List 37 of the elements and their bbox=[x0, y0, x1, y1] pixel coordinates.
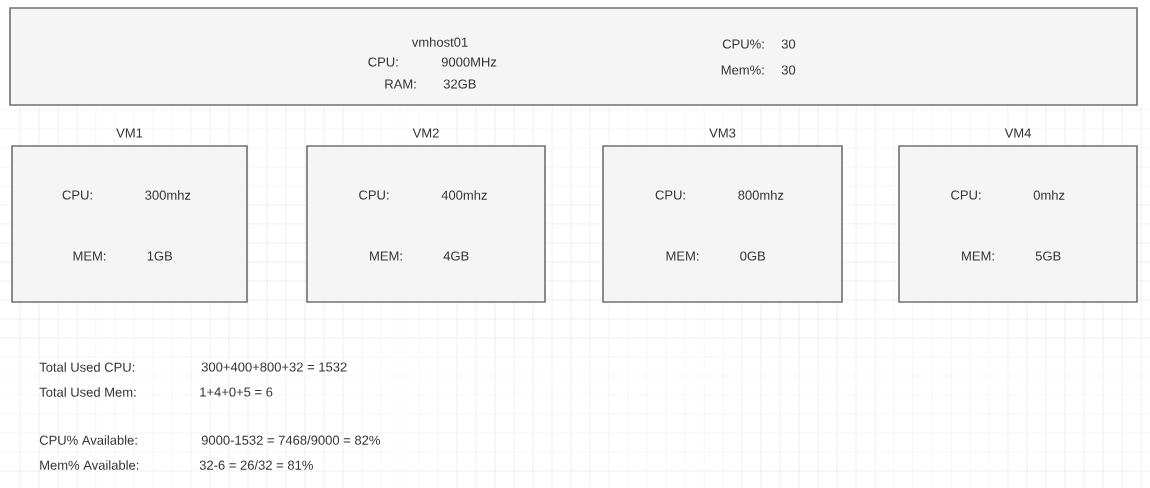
field-label: MEM: bbox=[73, 251, 106, 261]
summary-label: Total Used CPU: bbox=[39, 362, 135, 372]
field-value: 300mhz bbox=[145, 190, 191, 200]
field-label: CPU: bbox=[655, 190, 685, 200]
host-name: vmhost01 bbox=[411, 37, 468, 47]
field-label: CPU%: bbox=[722, 39, 764, 49]
summary-value: 32-6 = 26/32 = 81% bbox=[199, 460, 313, 470]
field-value: 1GB bbox=[147, 251, 173, 261]
field-label: CPU: bbox=[62, 190, 92, 200]
field-label: CPU: bbox=[951, 190, 981, 200]
summary-value: 300+400+800+32 = 1532 bbox=[201, 362, 347, 372]
field-label: MEM: bbox=[370, 251, 402, 261]
summary-label: CPU% Available: bbox=[39, 435, 137, 445]
field-label: MEM: bbox=[962, 251, 994, 261]
field-label: CPU: bbox=[359, 190, 389, 200]
field-value: 30 bbox=[781, 65, 796, 75]
field-label: CPU: bbox=[368, 57, 398, 67]
field-value: 800mhz bbox=[738, 190, 784, 200]
field-value: 32GB bbox=[443, 79, 476, 89]
field-value: 0mhz bbox=[1033, 190, 1065, 200]
summary-value: 9000-1532 = 7468/9000 = 82% bbox=[201, 435, 380, 445]
field-value: 400mhz bbox=[441, 190, 487, 200]
field-value: 0GB bbox=[740, 251, 766, 261]
vm-heading: VM1 bbox=[116, 128, 143, 138]
summary-label: Mem% Available: bbox=[40, 460, 139, 470]
field-label: MEM: bbox=[666, 251, 699, 261]
vm-heading: VM2 bbox=[412, 128, 439, 138]
field-value: 9000MHz bbox=[441, 57, 497, 67]
field-label: Mem%: bbox=[721, 65, 764, 75]
field-value: 5GB bbox=[1035, 251, 1061, 261]
vm-heading: VM4 bbox=[1004, 128, 1031, 138]
summary-label: Total Used Mem: bbox=[39, 387, 136, 397]
field-label: RAM: bbox=[385, 79, 416, 89]
field-value: 4GB bbox=[443, 251, 469, 261]
summary-value: 1+4+0+5 = 6 bbox=[200, 387, 273, 397]
vm-heading: VM3 bbox=[709, 128, 736, 138]
field-value: 30 bbox=[781, 39, 796, 49]
